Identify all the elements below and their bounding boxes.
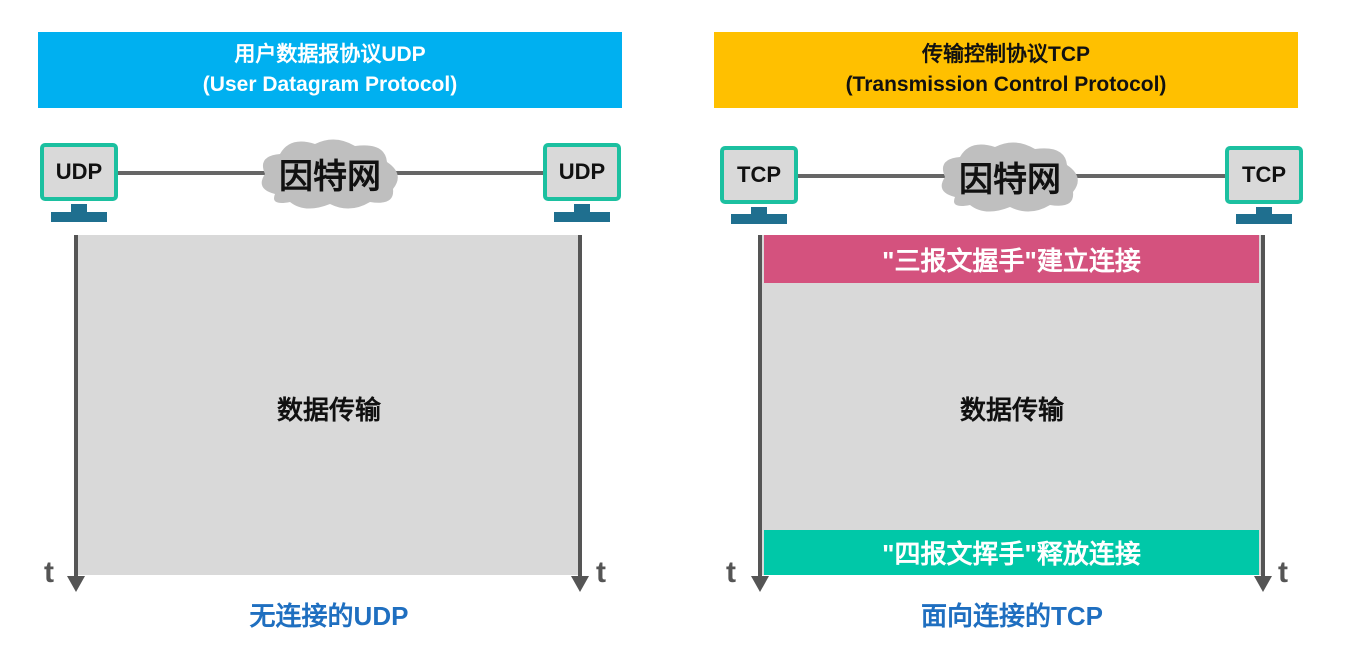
tcp-transfer-area <box>762 235 1262 575</box>
udp-left-time-label: t <box>44 556 54 589</box>
udp-left-timeline <box>74 235 78 583</box>
tcp-right-arrow-icon <box>1254 576 1272 592</box>
tcp-teardown-band: "四报文挥手"释放连接 <box>764 530 1259 575</box>
udp-right-base <box>554 212 610 222</box>
udp-right-time-label: t <box>596 556 606 589</box>
tcp-left-timeline <box>758 235 762 583</box>
udp-transfer-area <box>78 235 580 575</box>
udp-title-en: (User Datagram Protocol) <box>202 73 458 96</box>
tcp-left-time-label: t <box>726 556 736 589</box>
udp-header: 用户数据报协议UDP (User Datagram Protocol) <box>38 32 622 108</box>
tcp-right-base <box>1236 214 1292 224</box>
udp-right-timeline <box>578 235 582 583</box>
udp-cloud-icon <box>261 139 398 209</box>
tcp-left-stand <box>751 207 767 215</box>
udp-internet-label: 因特网 <box>279 157 381 196</box>
tcp-transfer-label: 数据传输 <box>959 395 1064 425</box>
udp-left-arrow-icon <box>67 576 85 592</box>
udp-transfer-label: 数据传输 <box>276 395 381 425</box>
tcp-right-timeline <box>1261 235 1265 583</box>
tcp-handshake-band: "三报文握手"建立连接 <box>764 235 1259 283</box>
udp-right-stand <box>574 204 590 212</box>
udp-left-stand <box>71 204 87 212</box>
udp-left-host: UDP <box>40 143 118 201</box>
tcp-right-host: TCP <box>1225 146 1303 204</box>
udp-caption: 无连接的UDP <box>249 601 409 631</box>
udp-right-arrow-icon <box>571 576 589 592</box>
tcp-left-arrow-icon <box>751 576 769 592</box>
tcp-internet-label: 因特网 <box>959 160 1061 199</box>
tcp-title-cn: 传输控制协议TCP <box>922 43 1090 66</box>
tcp-left-base <box>731 214 787 224</box>
tcp-left-host: TCP <box>720 146 798 204</box>
tcp-right-stand <box>1256 207 1272 215</box>
udp-right-host: UDP <box>543 143 621 201</box>
udp-title-cn: 用户数据报协议UDP <box>234 43 426 66</box>
tcp-title-en: (Transmission Control Protocol) <box>845 73 1167 96</box>
tcp-header: 传输控制协议TCP (Transmission Control Protocol… <box>714 32 1298 108</box>
udp-left-base <box>51 212 107 222</box>
tcp-caption: 面向连接的TCP <box>920 601 1103 631</box>
tcp-cloud-icon <box>941 142 1078 212</box>
tcp-right-time-label: t <box>1278 556 1288 589</box>
